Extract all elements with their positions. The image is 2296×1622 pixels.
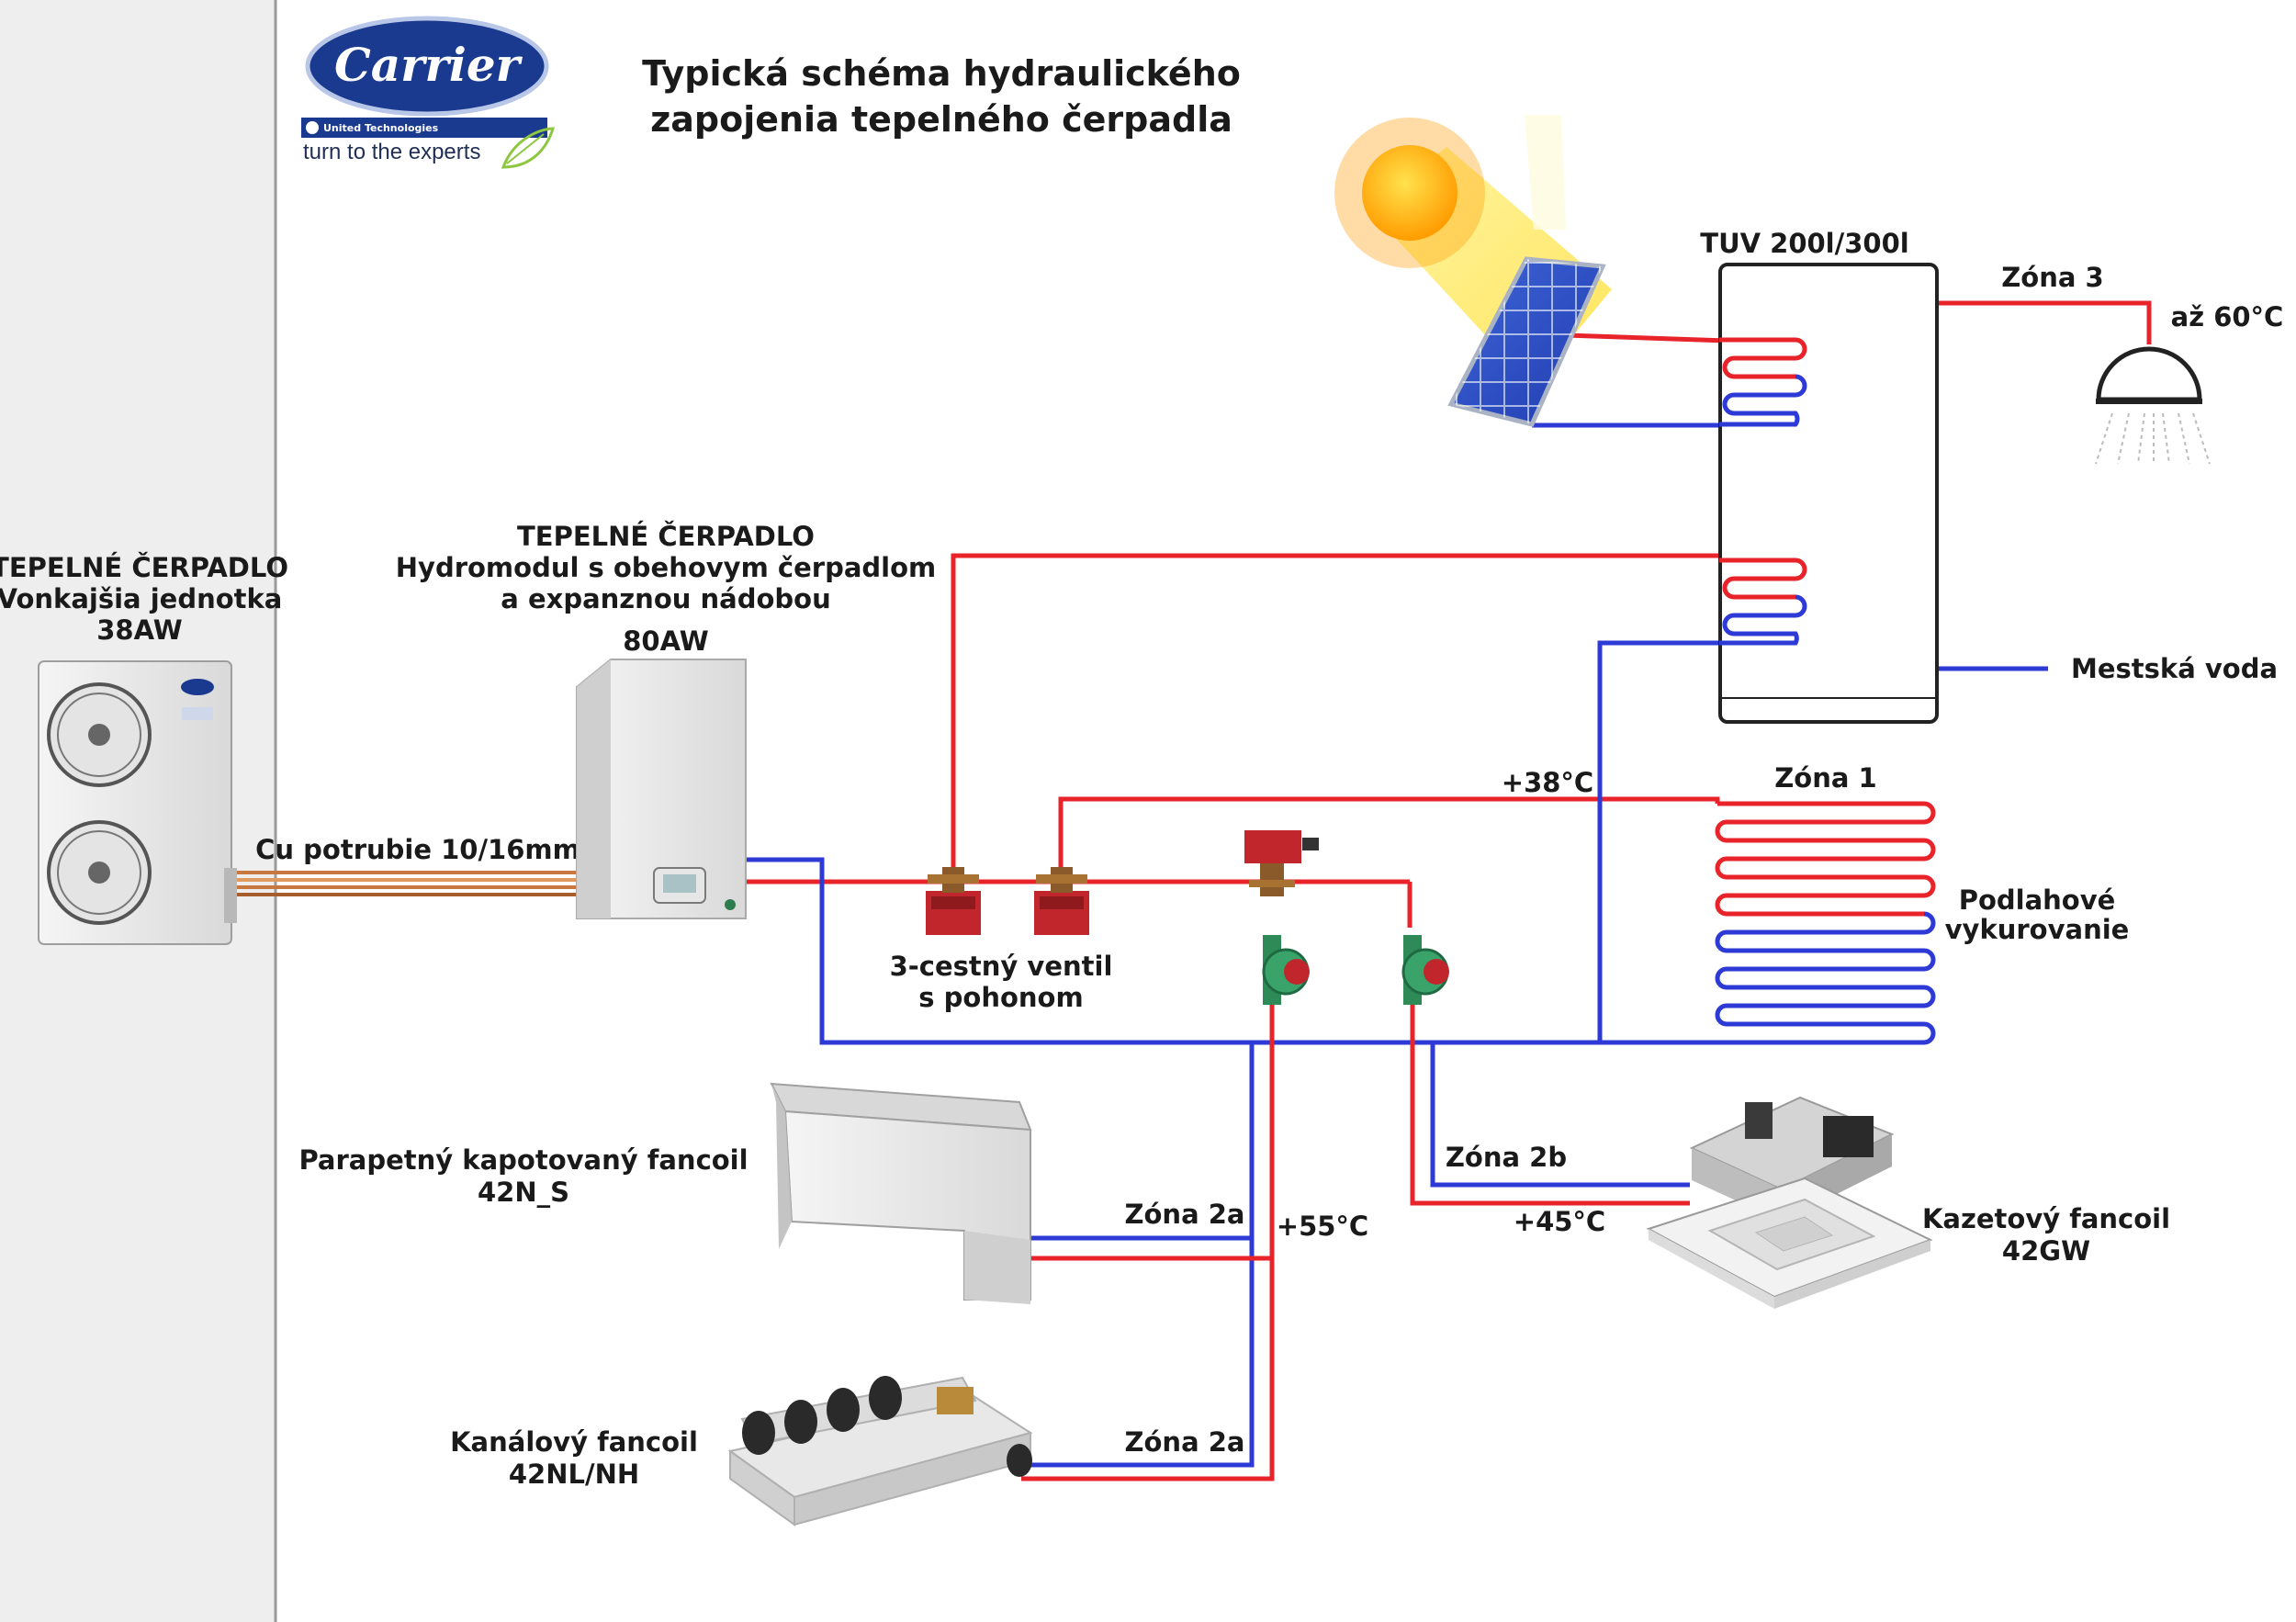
zone2b-temp: +45°C xyxy=(1514,1206,1605,1237)
diagram-title-line1: Typická schéma hydraulického xyxy=(642,53,1241,94)
duct-fancoil-name: Kanálový fancoil xyxy=(450,1426,698,1458)
tank-label: TUV 200l/300l xyxy=(1700,228,1908,259)
dhw-tank xyxy=(1718,263,1939,724)
zone1-label: Zóna 1 xyxy=(1774,762,1876,794)
three-way-valve xyxy=(1244,830,1319,896)
logo-company: United Technologies xyxy=(323,122,439,134)
three-way-valve xyxy=(1034,867,1089,935)
valve-label-line2: s pohonom xyxy=(918,982,1083,1013)
duct-fancoil-model: 42NL/NH xyxy=(509,1459,639,1490)
outdoor-unit: TEPELNÉ ČERPADLO Vonkajšia jednotka 38AW xyxy=(0,552,288,945)
floor-fancoil-unit xyxy=(770,1082,1032,1304)
zone2a-temp: +55°C xyxy=(1277,1211,1368,1242)
circulation-pump xyxy=(1401,935,1449,1005)
circulation-pump xyxy=(1262,935,1310,1005)
diagram-title-line2: zapojenia tepelného čerpadla xyxy=(650,99,1232,140)
logo-tagline: turn to the experts xyxy=(303,140,480,164)
sun-icon xyxy=(1334,115,1612,386)
hydromodule-title: TEPELNÉ ČERPADLO xyxy=(517,521,815,552)
cassette-fancoil-model: 42GW xyxy=(2002,1235,2090,1267)
zone3-temp: až 60°C xyxy=(2171,301,2284,332)
hydromodule-subtitle: Hydromodul s obehovym čerpadlom xyxy=(396,552,936,583)
floor-fancoil-model: 42N_S xyxy=(478,1177,569,1208)
duct-fancoil-unit xyxy=(727,1376,1033,1526)
hydromodule: TEPELNÉ ČERPADLO Hydromodul s obehovym č… xyxy=(396,521,936,919)
zone1-temp: +38°C xyxy=(1502,767,1593,798)
tank-solar-coil xyxy=(1719,337,1807,427)
carrier-logo: Carrier United Technologies turn to the … xyxy=(301,16,556,169)
tank-heatpump-coil xyxy=(1719,558,1807,646)
hydromodule-model: 80AW xyxy=(623,625,709,657)
zone1-desc-line1: Podlahové xyxy=(1959,884,2116,916)
valve-label-line1: 3-cestný ventil xyxy=(890,951,1113,982)
copper-pipes xyxy=(237,871,577,896)
leaf-icon xyxy=(501,127,556,169)
outdoor-unit-title: TEPELNÉ ČERPADLO xyxy=(0,552,288,583)
three-way-valve xyxy=(926,867,981,935)
zone2a-upper-label: Zóna 2a xyxy=(1124,1199,1244,1230)
copper-pipe-label: Cu potrubie 10/16mm xyxy=(255,834,580,865)
cassette-fancoil-name: Kazetový fancoil xyxy=(1922,1203,2170,1234)
zone2a-lower-label: Zóna 2a xyxy=(1124,1426,1244,1458)
solar-panel xyxy=(1447,256,1606,427)
logo-brand: Carrier xyxy=(334,38,523,92)
underfloor-heating-coil xyxy=(1715,801,1936,1045)
cassette-fancoil-unit xyxy=(1646,1096,1933,1309)
zone1-desc-line2: vykurovanie xyxy=(1945,914,2130,945)
floor-fancoil-name: Parapetný kapotovaný fancoil xyxy=(298,1144,748,1176)
zone3-label: Zóna 3 xyxy=(2001,262,2103,293)
zone2b-label: Zóna 2b xyxy=(1446,1142,1567,1173)
outdoor-unit-subtitle: Vonkajšia jednotka xyxy=(0,583,282,614)
hydromodule-subtitle2: a expanznou nádobou xyxy=(501,583,830,614)
shower-icon xyxy=(2095,346,2211,465)
city-water-label: Mestská voda xyxy=(2071,653,2278,684)
outdoor-unit-model: 38AW xyxy=(96,614,183,646)
outdoor-brand-badge xyxy=(181,679,214,695)
